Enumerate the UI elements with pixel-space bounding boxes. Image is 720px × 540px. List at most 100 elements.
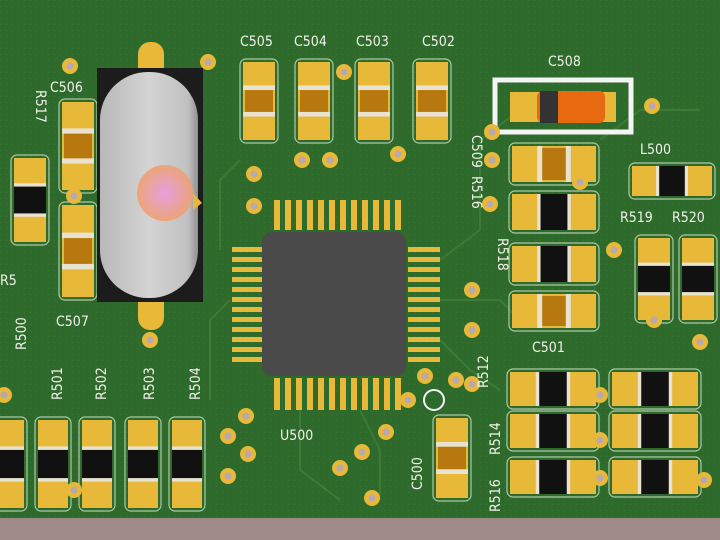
band <box>82 476 112 482</box>
ic-pin <box>373 378 379 410</box>
label-c505: C505 <box>240 34 273 50</box>
resistor-body <box>539 414 567 448</box>
band <box>637 460 643 494</box>
outline <box>34 416 72 512</box>
outline <box>412 58 452 144</box>
capacitor-body <box>418 90 446 112</box>
label-r520: R520 <box>672 210 705 226</box>
crystal-oscillator <box>97 42 203 330</box>
capacitor-body <box>300 90 328 112</box>
via-hole <box>66 62 74 70</box>
via-hole <box>224 472 232 480</box>
resistor-body <box>641 460 669 494</box>
trace <box>359 409 381 500</box>
ic-pin <box>408 307 440 312</box>
ic-pin <box>329 200 335 230</box>
band <box>0 476 24 482</box>
capacitor-body <box>542 296 566 326</box>
ic-pin <box>232 277 262 282</box>
via-hole <box>382 428 390 436</box>
outline <box>239 58 279 144</box>
band <box>565 372 571 406</box>
trace <box>219 159 241 250</box>
via-hole <box>326 156 334 164</box>
label-r518: R518 <box>494 238 510 271</box>
band <box>537 146 543 182</box>
ic-pin <box>232 357 262 362</box>
label-r503: R503 <box>142 367 158 400</box>
resistor-r501 <box>34 416 72 512</box>
capacitor-c502 <box>412 58 452 144</box>
ic-pin <box>362 200 368 230</box>
via-hole <box>244 450 252 458</box>
capacitor-c507 <box>58 201 98 301</box>
ic-pin <box>373 200 379 230</box>
band <box>14 183 46 189</box>
inductor-l500 <box>628 162 716 200</box>
ic-pin <box>340 200 346 230</box>
ic-pin <box>318 200 324 230</box>
capacitor-c505 <box>239 58 279 144</box>
via-hole <box>298 156 306 164</box>
band <box>535 372 541 406</box>
via-hole <box>70 192 78 200</box>
ic-pin <box>408 277 440 282</box>
via-hole <box>468 380 476 388</box>
ic-pin <box>384 200 390 230</box>
ic-u500 <box>232 200 440 410</box>
via-hole <box>610 246 618 254</box>
band <box>62 128 94 134</box>
band <box>82 446 112 452</box>
band <box>637 414 643 448</box>
ic-pin <box>232 347 262 352</box>
capacitor-c509 <box>508 142 600 186</box>
ic-pin <box>285 378 291 410</box>
ic-pin <box>232 307 262 312</box>
label-r517: R517 <box>32 90 48 123</box>
band <box>172 446 202 452</box>
trace <box>439 339 501 391</box>
resistor-body <box>641 414 669 448</box>
ic-pin <box>362 378 368 410</box>
outline <box>628 162 716 200</box>
trace <box>209 299 231 400</box>
resistor-body <box>82 449 112 479</box>
via-hole <box>488 128 496 136</box>
band <box>667 414 673 448</box>
via-hole <box>452 376 460 384</box>
resistor-r504 <box>168 416 206 512</box>
resistor-body <box>539 460 567 494</box>
band <box>0 446 24 452</box>
via-hole <box>0 391 8 399</box>
via-hole <box>696 338 704 346</box>
band <box>537 194 543 230</box>
resistor-body <box>38 449 68 479</box>
outline <box>608 368 702 410</box>
ic-pin <box>340 378 346 410</box>
band <box>565 460 571 494</box>
resistor-grid-right-0 <box>608 368 702 410</box>
resistor-r503 <box>124 416 162 512</box>
resistor-grid-right-2 <box>608 456 702 498</box>
resistor-r500 <box>0 416 28 512</box>
ic-body <box>262 232 406 376</box>
trace <box>439 109 521 261</box>
fiducial-marker <box>423 389 445 411</box>
via-hole <box>250 170 258 178</box>
via-hole <box>368 494 376 502</box>
via-hole <box>468 286 476 294</box>
band <box>416 111 448 117</box>
ic-pin <box>329 378 335 410</box>
outline <box>492 77 634 135</box>
band <box>243 85 275 91</box>
via-hole <box>250 202 258 210</box>
ic-pin <box>408 297 440 302</box>
outline <box>608 410 702 452</box>
label-r514: R514 <box>488 422 504 455</box>
label-c509: C509 <box>468 135 484 168</box>
capacitor-c504 <box>294 58 334 144</box>
band <box>172 476 202 482</box>
capacitor-body <box>64 238 92 264</box>
via-hole <box>358 448 366 456</box>
